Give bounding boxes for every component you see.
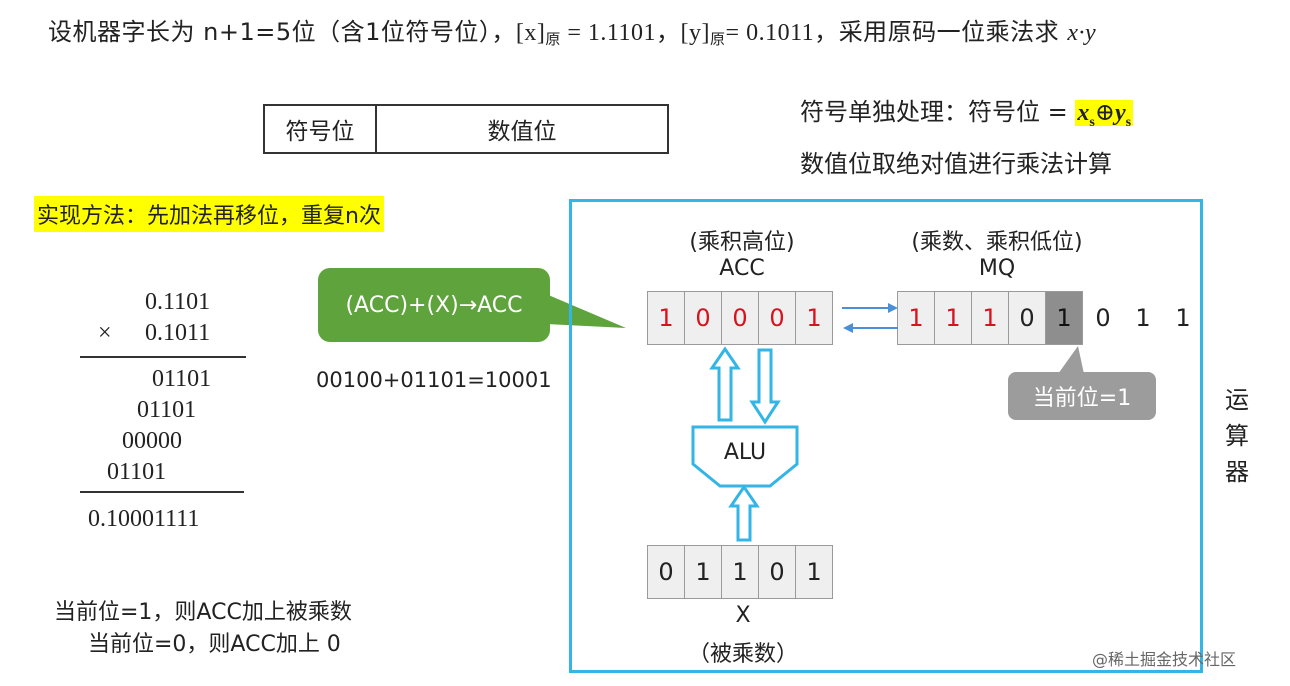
method-highlight: 实现方法：先加法再移位，重复n次 xyxy=(34,196,384,232)
mq-name: MQ xyxy=(978,256,1016,281)
mul-line-2 xyxy=(80,491,244,493)
rule-bit-zero: 当前位=0，则ACC加上 0 xyxy=(88,632,341,657)
acc-caption: (乘积高位) xyxy=(689,230,795,255)
x-sub: 原 xyxy=(545,32,561,48)
current-bit-label: 当前位=1 xyxy=(1008,372,1156,420)
partial-product-1: 01101 xyxy=(152,366,212,392)
x-bit: 0 xyxy=(758,545,796,599)
acc-register: 1 0 0 0 1 xyxy=(647,291,833,345)
x-register: 0 1 1 0 1 xyxy=(647,545,833,599)
acc-alu-arrows xyxy=(709,346,781,425)
problem-lead: 设机器字长为 n+1=5位（含1位符号位）， xyxy=(48,18,516,46)
shifted-out-bit: 1 xyxy=(1135,304,1151,332)
mq-bit: 1 xyxy=(934,291,972,345)
partial-product-2: 01101 xyxy=(137,397,197,423)
acc-name: ACC xyxy=(719,256,765,281)
x-bit: 0 xyxy=(647,545,685,599)
y-label: [y] xyxy=(680,20,711,46)
multiplier: 0.1011 xyxy=(145,320,211,346)
rule-bit-one: 当前位=1，则ACC加上被乘数 xyxy=(54,600,352,625)
value-note: 数值位取绝对值进行乘法计算 xyxy=(800,150,1112,178)
acc-bit: 1 xyxy=(795,291,833,345)
multiplicand: 0.1101 xyxy=(145,289,211,315)
acc-bit: 0 xyxy=(684,291,722,345)
mq-bit: 1 xyxy=(897,291,935,345)
x-caption: （被乘数） xyxy=(687,642,798,667)
acc-bit: 1 xyxy=(647,291,685,345)
mul-line-1 xyxy=(80,356,246,358)
x-label: [x] xyxy=(515,20,546,46)
callout-text: (ACC)+(X)→ACC xyxy=(318,268,550,342)
callout-pointer xyxy=(546,294,626,328)
format-table: 符号位 数值位 xyxy=(263,104,669,154)
acc-bit: 0 xyxy=(758,291,796,345)
acc-bit: 0 xyxy=(721,291,759,345)
watermark: @稀土掘金技术社区 xyxy=(1092,650,1237,669)
mq-current-bit: 1 xyxy=(1045,291,1083,345)
x-bit: 1 xyxy=(795,545,833,599)
x-value: = 1.1101， xyxy=(560,20,681,46)
sign-bit-cell: 符号位 xyxy=(265,106,377,152)
arithmetic-unit-box xyxy=(569,199,1203,673)
shifted-out-bit: 0 xyxy=(1095,304,1111,332)
mul-result: 0.10001111 xyxy=(88,506,200,532)
task-expr: x·y xyxy=(1067,20,1097,46)
sign-formula: xs⊕ys xyxy=(1075,100,1134,130)
y-value: = 0.1011， xyxy=(725,20,839,46)
partial-product-4: 01101 xyxy=(107,459,167,485)
arithmetic-unit-label: 运算器 xyxy=(1225,386,1249,486)
y-sub: 原 xyxy=(710,32,726,48)
x-name: X xyxy=(735,603,751,628)
alu-unit xyxy=(691,425,799,488)
sign-note: 符号单独处理：符号位 = xs⊕ys xyxy=(800,92,1134,131)
value-bits-cell: 数值位 xyxy=(487,119,557,145)
current-bit-pointer xyxy=(1058,346,1084,374)
times-sign: × xyxy=(98,320,112,346)
acc-mq-arrows xyxy=(842,303,898,333)
task-text: 采用原码一位乘法求 xyxy=(838,18,1068,46)
alu-label: ALU xyxy=(723,440,767,465)
addition-equation: 00100+01101=10001 xyxy=(316,368,552,392)
sign-note-text: 符号单独处理：符号位 = xyxy=(800,98,1076,126)
shifted-out-bit: 1 xyxy=(1175,304,1191,332)
x-bit: 1 xyxy=(721,545,759,599)
mq-register: 1 1 1 0 1 0 1 1 xyxy=(897,291,1203,345)
x-bit: 1 xyxy=(684,545,722,599)
mq-caption: (乘数、乘积低位) xyxy=(911,230,1083,255)
mq-bit: 1 xyxy=(971,291,1009,345)
problem-statement: 设机器字长为 n+1=5位（含1位符号位），[x]原 = 1.1101，[y]原… xyxy=(48,12,1096,49)
x-alu-arrow xyxy=(728,484,760,542)
mq-bit: 0 xyxy=(1008,291,1046,345)
partial-product-3: 00000 xyxy=(122,428,182,454)
